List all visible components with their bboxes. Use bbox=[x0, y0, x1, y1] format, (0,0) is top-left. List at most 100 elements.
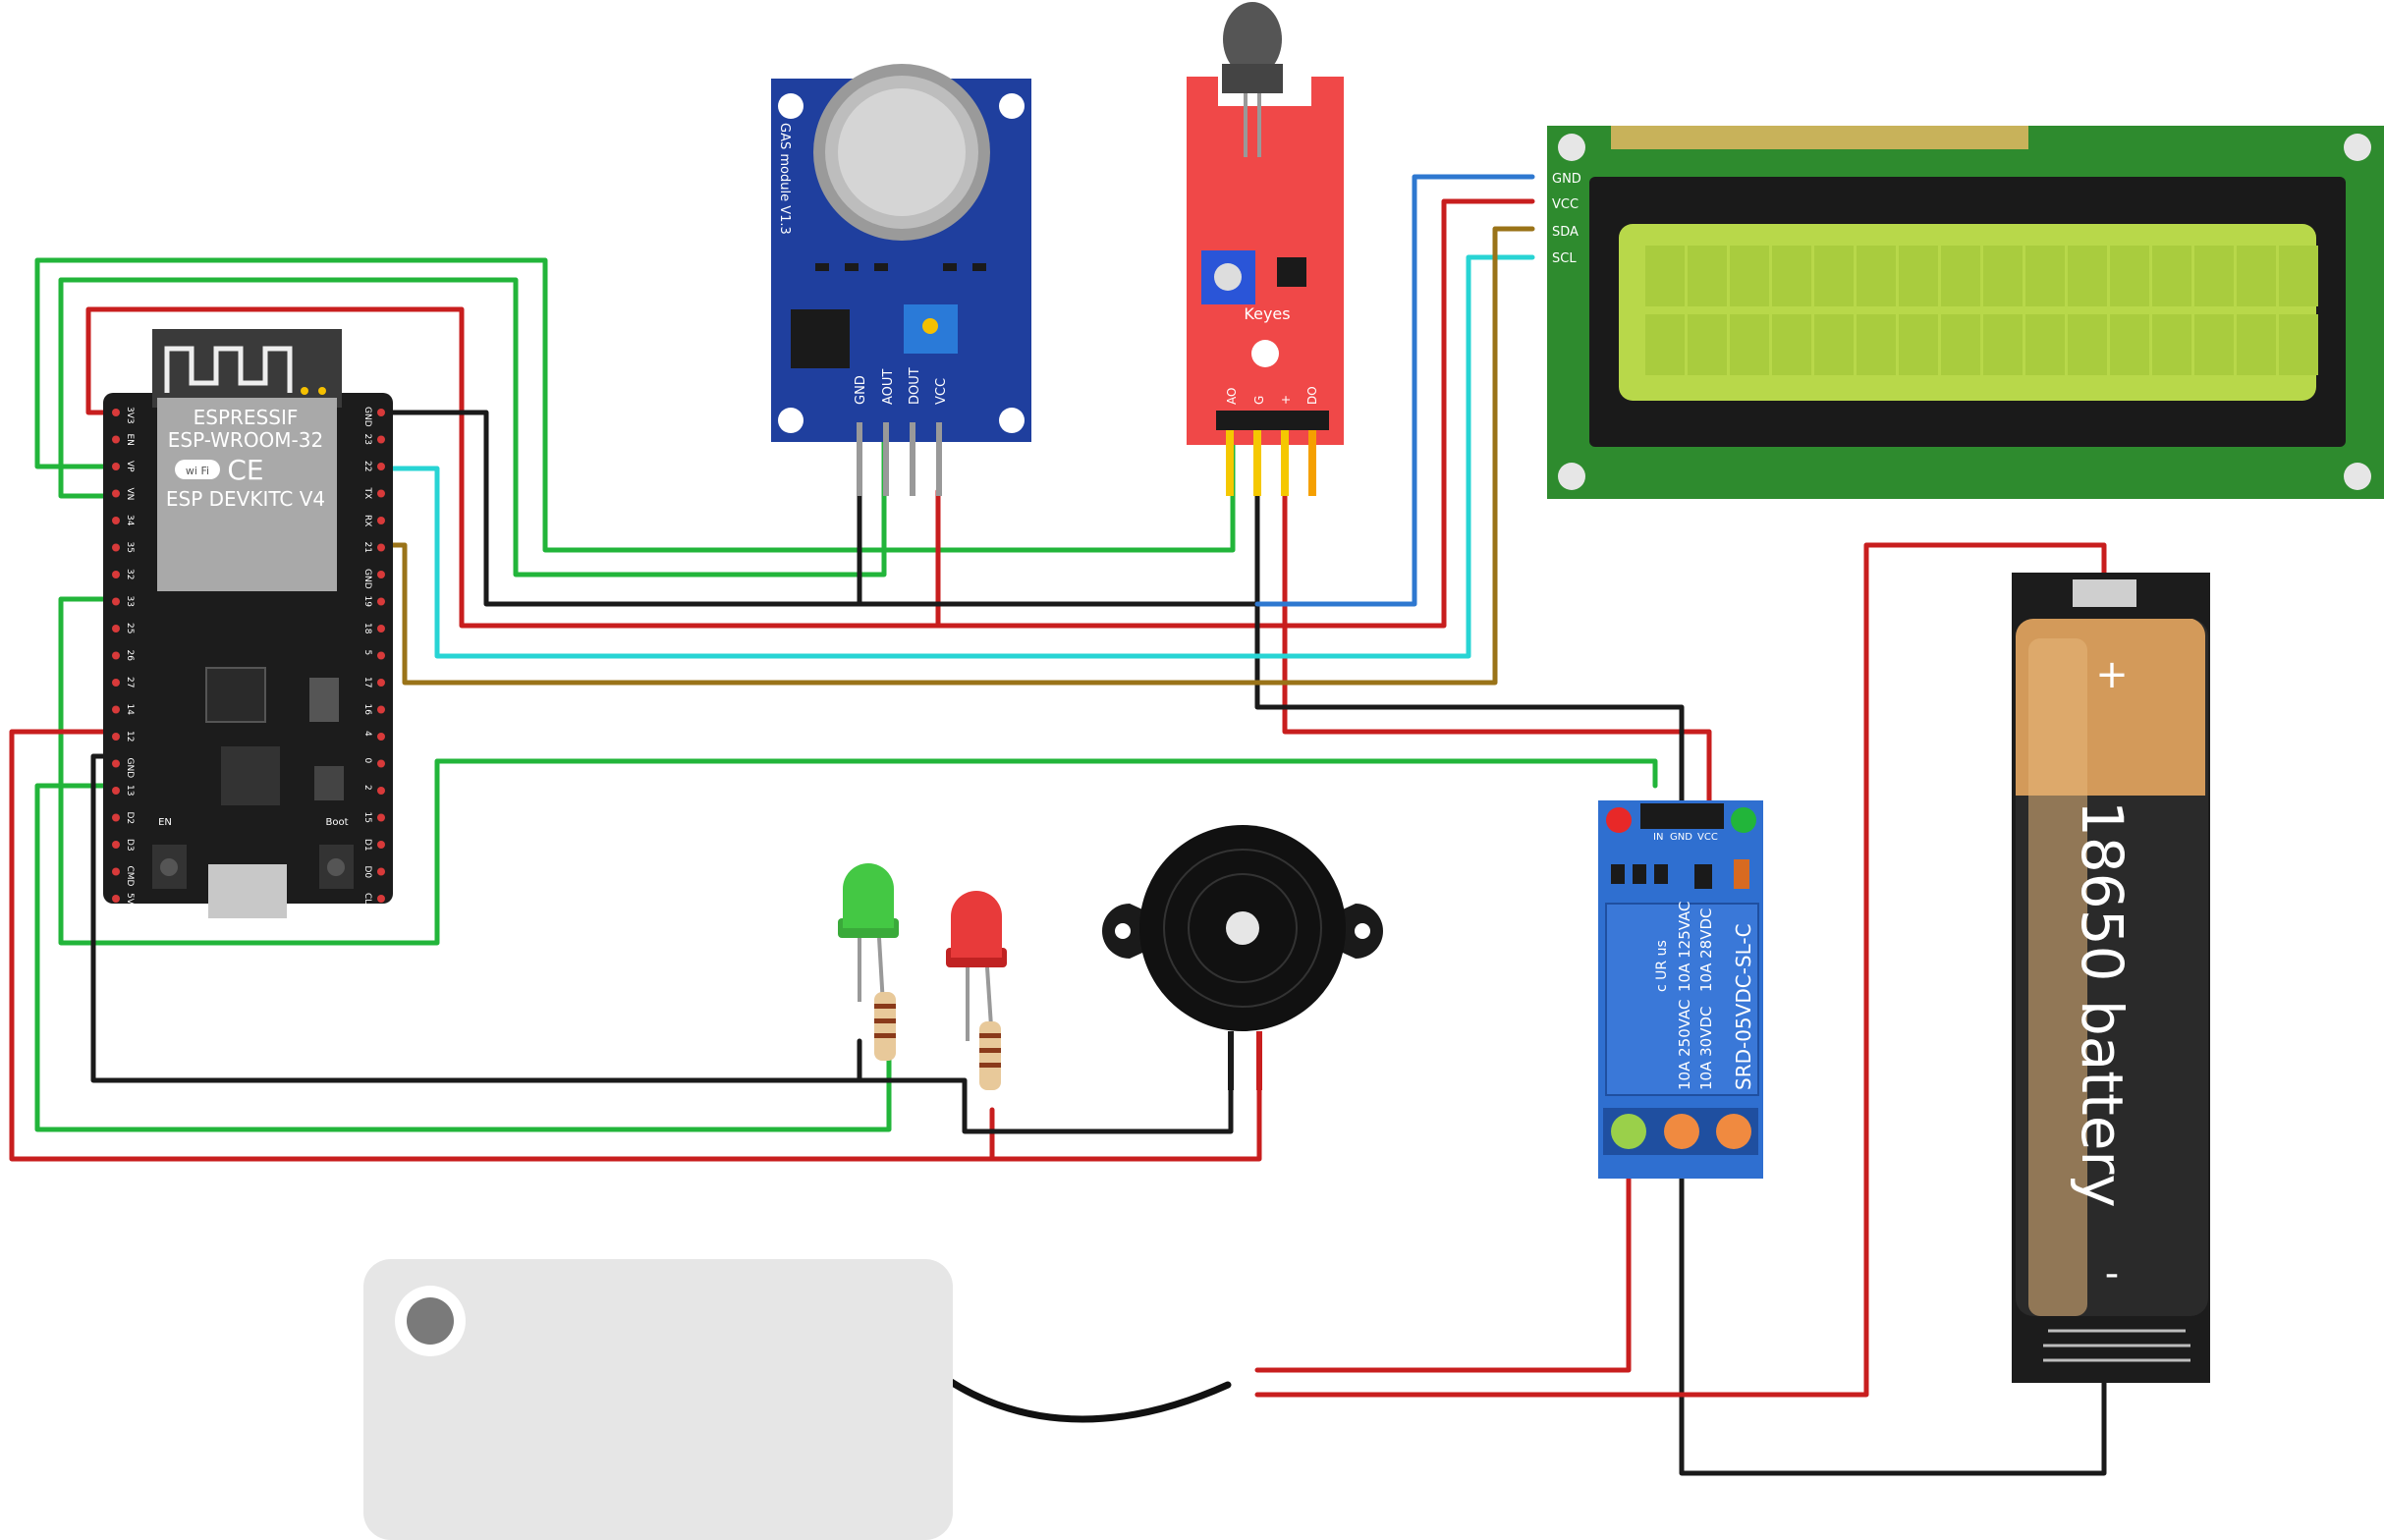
lcd-char-cell bbox=[2194, 314, 2234, 375]
relay-terminal-no bbox=[1611, 1114, 1646, 1149]
esp32-antenna-trace bbox=[164, 346, 293, 393]
relay-rating-3: 10A 30VDC bbox=[1697, 1007, 1715, 1091]
wire-red-flame-vcc bbox=[1282, 488, 1712, 808]
usb-port bbox=[208, 864, 287, 918]
esp32-right-pin-label: 23 bbox=[362, 434, 372, 445]
esp32-left-pin bbox=[112, 813, 120, 822]
esp32-right-pin-label: 21 bbox=[362, 542, 372, 553]
esp32-left-pin bbox=[112, 651, 120, 660]
esp32-chip-2 bbox=[221, 746, 280, 805]
lcd-char-cell bbox=[2025, 246, 2065, 306]
esp32-right-pin-label: 15 bbox=[362, 812, 372, 823]
pump-outlet-inner bbox=[407, 1297, 454, 1345]
esp32-right-pin-label: TX bbox=[362, 487, 372, 500]
lcd-char-cell bbox=[1814, 246, 1854, 306]
relay-terminal-nc bbox=[1716, 1114, 1751, 1149]
lcd-character-grid bbox=[1645, 246, 2318, 375]
esp32-right-pin bbox=[377, 895, 385, 903]
lcd-char-cell bbox=[2279, 314, 2318, 375]
green-led bbox=[838, 863, 899, 1022]
esp32-right-pin bbox=[377, 517, 385, 524]
lcd-char-cell bbox=[1688, 246, 1727, 306]
en-label: EN bbox=[158, 817, 172, 828]
relay-rating-1: 10A 250VAC bbox=[1676, 999, 1693, 1090]
battery-terminal-top bbox=[2073, 579, 2136, 607]
esp32-left-pin-label: 33 bbox=[125, 596, 135, 607]
relay-smd bbox=[1611, 859, 1749, 889]
esp32-right-pin bbox=[377, 543, 385, 552]
esp32-right-pin bbox=[377, 841, 385, 849]
wire-blue-lcd-gnd bbox=[1254, 174, 1535, 607]
gas-module-title: GAS module V1.3 bbox=[777, 123, 792, 235]
relay-pin-vcc-label: VCC bbox=[1697, 832, 1718, 843]
water-pump bbox=[363, 1259, 953, 1540]
buzzer-hole-left bbox=[1115, 923, 1131, 939]
esp32-left-pin bbox=[112, 895, 120, 903]
flame-pin-do-label: DO bbox=[1305, 386, 1319, 405]
esp32-right-pin-label: 19 bbox=[362, 596, 372, 608]
resistor-2 bbox=[979, 1021, 1001, 1090]
esp32-right-pin-label: 0 bbox=[362, 758, 372, 764]
esp32-right-pin-label: D0 bbox=[362, 866, 372, 879]
esp32-right-pin bbox=[377, 733, 385, 741]
relay-led-green bbox=[1731, 807, 1756, 833]
esp32-module-antenna bbox=[152, 329, 342, 408]
lcd-char-cell bbox=[1899, 246, 1938, 306]
boot-button-cap bbox=[327, 858, 345, 876]
esp32-right-pin-label: 4 bbox=[362, 731, 372, 737]
lcd-mount-hole-3 bbox=[1558, 463, 1585, 490]
flame-header-pins bbox=[1226, 430, 1316, 496]
esp32-left-pin bbox=[112, 787, 120, 795]
esp32-right-pin bbox=[377, 463, 385, 470]
red-led-body bbox=[951, 891, 1002, 958]
esp32-board: ESPRESSIF ESP-WROOM-32 wi Fi CE ESP DEVK… bbox=[103, 329, 393, 918]
boot-label: Boot bbox=[325, 817, 348, 828]
lcd-char-cell bbox=[1645, 314, 1685, 375]
esp32-left-pin-label: 13 bbox=[125, 785, 135, 796]
gas-pot-knob bbox=[922, 318, 938, 334]
wire-pump-cable bbox=[944, 1376, 1232, 1423]
flame-sensor-module: Keyes AO G + DO bbox=[1187, 2, 1344, 496]
en-button-cap bbox=[160, 858, 178, 876]
gas-pin-gnd-label: GND bbox=[854, 375, 868, 405]
esp32-left-pin bbox=[112, 867, 120, 876]
esp32-right-pin bbox=[377, 651, 385, 660]
esp32-right-pin-label: GND bbox=[362, 407, 372, 427]
esp32-left-pin bbox=[112, 733, 120, 741]
relay-pin-in-label: IN bbox=[1653, 832, 1663, 843]
esp32-left-pin-label: 25 bbox=[125, 623, 135, 633]
gas-pin-labels: GND AOUT DOUT VCC bbox=[854, 367, 949, 405]
esp32-left-pin bbox=[112, 625, 120, 632]
esp32-right-pin-label: RX bbox=[362, 515, 372, 526]
esp32-left-pin-label: 32 bbox=[125, 569, 135, 579]
esp32-left-pin-label: GND bbox=[125, 758, 135, 779]
buzzer-center bbox=[1226, 911, 1259, 945]
buzzer-ring-1 bbox=[1163, 849, 1322, 1008]
resistor-1 bbox=[874, 992, 896, 1061]
battery-spring bbox=[2043, 1329, 2190, 1362]
esp32-right-pin bbox=[377, 625, 385, 632]
lcd-mount-hole-2 bbox=[2344, 134, 2371, 161]
lcd-pin-labels: GND VCC SDA SCL bbox=[1552, 172, 1581, 266]
esp32-left-pin-label: D2 bbox=[125, 812, 135, 825]
resistors bbox=[874, 992, 1001, 1090]
wire-red-vcc bbox=[85, 198, 1535, 629]
esp32-right-pin-label: D1 bbox=[362, 839, 372, 852]
lcd-char-cell bbox=[1772, 246, 1811, 306]
esp32-left-pin-label: 27 bbox=[125, 677, 135, 688]
lcd-char-cell bbox=[1941, 314, 1980, 375]
esp32-left-pin-label: 26 bbox=[125, 650, 135, 662]
lcd-char-cell bbox=[1688, 314, 1727, 375]
lcd-char-cell bbox=[2237, 246, 2276, 306]
esp32-right-pin-label: CLK bbox=[362, 893, 372, 910]
relay-led-red bbox=[1606, 807, 1632, 833]
wire-black-led-gnd bbox=[90, 753, 1234, 1134]
wire-black-gnd bbox=[380, 410, 1260, 607]
esp32-led-2 bbox=[318, 387, 326, 395]
lcd-char-cell bbox=[2152, 314, 2191, 375]
gas-comparator-chip bbox=[791, 309, 850, 368]
wire-red-buzzer bbox=[9, 729, 1262, 1162]
gas-mount-hole-1 bbox=[778, 93, 804, 119]
relay-terminal-com bbox=[1664, 1114, 1699, 1149]
